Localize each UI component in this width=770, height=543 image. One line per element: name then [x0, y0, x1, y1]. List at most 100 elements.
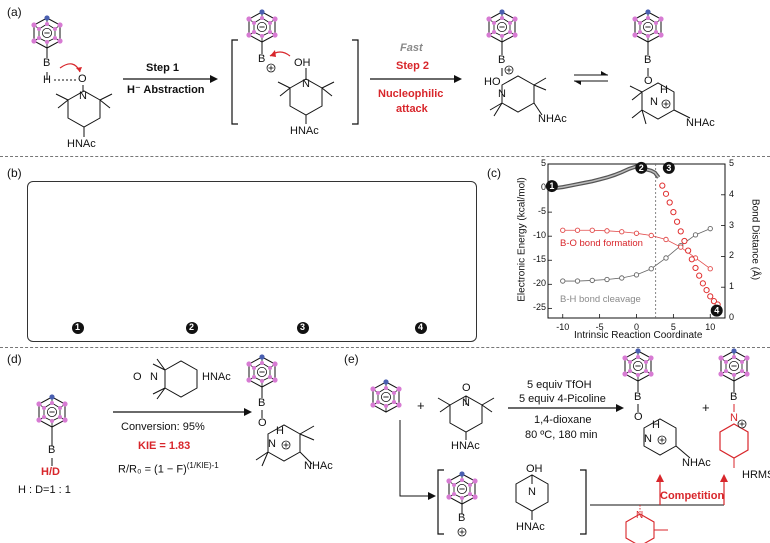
snapshot-marker-3-num: 3 [300, 322, 306, 332]
irc-marker-4-num: 4 [714, 306, 719, 316]
competition-label: Competition [660, 490, 725, 502]
bo-formation-point [560, 227, 566, 233]
ytick-left-label: 0 [540, 182, 546, 193]
atom-n-e3: N [730, 412, 738, 424]
solvent-label: 1,4-dioxane [534, 414, 592, 426]
atom-b-a1: B [43, 57, 51, 69]
panel-d-label: (d) [7, 352, 22, 366]
xtick-label: 5 [670, 322, 676, 332]
conditions-label: 80 ºC, 180 min [525, 429, 598, 441]
atom-o-a4: O [644, 75, 653, 87]
irc-marker-4 [710, 304, 723, 317]
bo-formation-point [648, 232, 654, 239]
nh-e2: H [652, 419, 660, 431]
atom-h-a1: H [43, 74, 51, 86]
series-bo-formation [560, 227, 713, 272]
irc-marker-2 [635, 161, 648, 174]
step2-label: Step 2 [396, 60, 430, 72]
picoline-label: 5 equiv 4-Picoline [519, 393, 606, 405]
rate-formula-main: R/R₀ = (1 − F) [118, 463, 187, 476]
snapshot-marker-4-num: 4 [418, 322, 424, 332]
bh-cleavage-point [619, 275, 625, 281]
nhac-d3: NHAc [304, 460, 333, 472]
atom-n-e5: N [636, 510, 644, 521]
hnac-a1: HNAc [67, 138, 96, 150]
nhac-e2: NHAc [682, 457, 711, 469]
panel-b-label: (b) [7, 166, 22, 180]
ytick-left-label: -10 [532, 230, 546, 241]
chart-xlabel: Intrinsic Reaction Coordinate [574, 330, 703, 341]
snapshot-marker-3 [297, 322, 309, 334]
atom-o-e1: O [462, 382, 471, 394]
energy-point-post-ts [670, 209, 677, 216]
atom-b-a2: B [258, 53, 266, 65]
separator-bottom [0, 347, 770, 348]
h-abstraction-label: H⁻ Abstraction [127, 84, 205, 96]
irc-marker-3 [662, 161, 675, 174]
rate-formula: R/R₀ = (1 − F)(1/KIE)-1 [118, 461, 219, 476]
bo-formation-point [663, 236, 669, 243]
snapshot-marker-1 [72, 322, 84, 334]
snapshot-marker-2-num: 2 [189, 322, 195, 332]
hd-ratio: H : D=1 : 1 [18, 484, 71, 496]
nh-a4: H [660, 84, 668, 96]
energy-point-post-ts [688, 256, 695, 263]
atom-o-a1: O [78, 73, 87, 85]
bo-formation-point [574, 227, 581, 233]
nhac-a4: NHAc [686, 117, 715, 129]
ytick-right-label: 0 [729, 312, 735, 322]
bh-cleavage-point [663, 255, 669, 261]
atom-b-d1: B [48, 444, 56, 456]
energy-point-post-ts [673, 218, 681, 225]
panel-d-drawing [35, 353, 315, 467]
bo-formation-point [707, 266, 713, 272]
bh-cleavage-point [574, 278, 581, 284]
nhac-a3: NHAc [538, 113, 567, 125]
ytick-right-label: 4 [729, 188, 735, 199]
ytick-left-label: 5 [540, 158, 546, 168]
oh-a2: OH [294, 57, 311, 69]
bh-cleavage-point [560, 278, 566, 284]
atom-n-e1: N [462, 397, 470, 409]
atom-n-e4: N [528, 486, 536, 498]
energy-point-post-ts [677, 228, 684, 235]
ytick-left-label: -25 [532, 302, 546, 313]
ytick-left-label: -15 [532, 254, 546, 265]
rate-formula-exp: (1/KIE)-1 [186, 461, 219, 470]
energy-point-post-ts [659, 182, 666, 189]
panel-a-drawing [30, 8, 691, 137]
hnac-e4: HNAc [516, 521, 545, 533]
energy-point-post-ts [699, 280, 706, 287]
atom-n-a4: N [650, 96, 658, 108]
step1-label: Step 1 [146, 62, 180, 74]
xtick-label: -10 [556, 322, 570, 332]
energy-point-post-ts [666, 199, 673, 206]
bh-cleavage-point [633, 272, 640, 278]
atom-b-a3: B [498, 54, 506, 66]
panel-e-label: (e) [344, 352, 359, 366]
hrms-label: HRMS [742, 469, 770, 481]
snapshot-marker-2 [186, 322, 198, 334]
atom-n-d3: N [268, 438, 276, 450]
atom-n-a2: N [302, 78, 310, 90]
bo-formation-point [678, 244, 684, 250]
ytick-right-label: 2 [729, 250, 735, 261]
irc-marker-2-num: 2 [639, 163, 644, 173]
hd-label: H/D [41, 466, 60, 478]
plus-sign-1: + [417, 398, 425, 413]
atom-b-e2: B [634, 391, 642, 403]
orbital-snapshots-box [27, 181, 477, 342]
energy-point-post-ts [696, 272, 703, 279]
hnac-d2: HNAc [202, 371, 231, 383]
energy-point-post-ts [685, 247, 692, 254]
bh-cleavage-point [589, 277, 595, 284]
hnac-a2: HNAc [290, 125, 319, 137]
picoline-ring [625, 513, 655, 543]
atom-o-d3: O [258, 417, 267, 429]
ytick-right-label: 3 [729, 219, 735, 230]
atom-n-a3: N [498, 88, 506, 100]
atom-b-e3: B [730, 391, 738, 403]
energy-point-post-ts [681, 237, 688, 245]
kie-label: KIE = 1.83 [138, 440, 191, 452]
